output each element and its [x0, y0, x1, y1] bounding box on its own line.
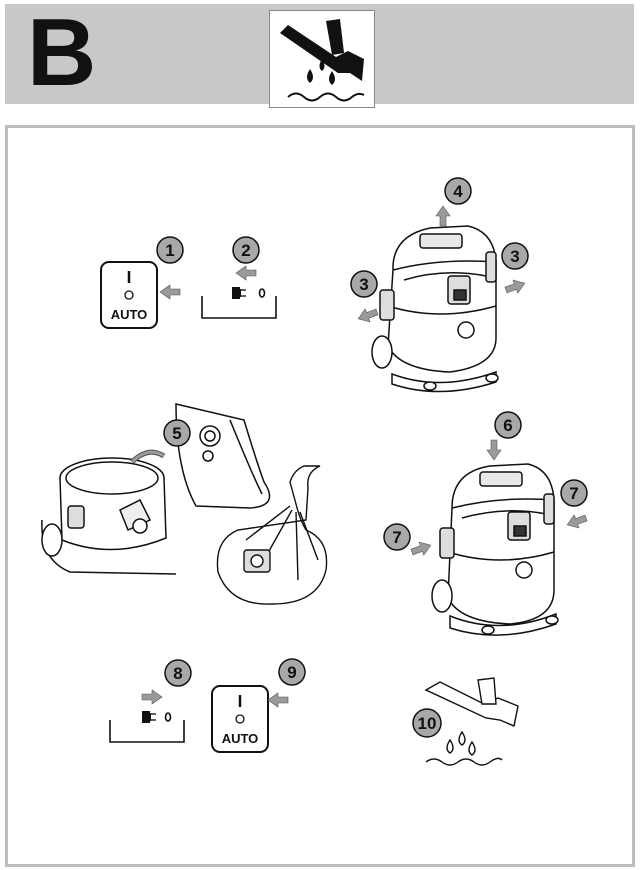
header-bar: B — [5, 0, 634, 108]
arrow-step9 — [267, 692, 289, 708]
arrow-step7-right — [564, 511, 589, 532]
step-badge-3-left: 3 — [350, 270, 378, 298]
svg-text:4: 4 — [453, 182, 463, 201]
tied-bag — [216, 465, 328, 605]
arrow-step4 — [435, 205, 451, 227]
svg-text:8: 8 — [173, 664, 182, 683]
auto-label-9: AUTO — [222, 731, 259, 746]
arrow-step6 — [486, 439, 502, 461]
arrow-step3-left — [355, 305, 380, 326]
filter-bag — [175, 403, 271, 509]
arrow-step7-left — [409, 538, 434, 559]
svg-text:10: 10 — [418, 714, 437, 733]
arrow-step3-right — [503, 276, 528, 297]
step-badge-6: 6 — [494, 411, 522, 439]
arrow-step1 — [159, 284, 181, 300]
svg-text:7: 7 — [569, 484, 578, 503]
svg-text:9: 9 — [287, 663, 296, 682]
container-open — [41, 457, 177, 575]
step-badge-3-right: 3 — [501, 242, 529, 270]
arrow-step8 — [141, 689, 163, 705]
step-badge-10: 10 — [412, 708, 442, 738]
wet-floor-nozzle-icon — [280, 19, 365, 102]
svg-text:5: 5 — [172, 424, 181, 443]
step-badge-8: 8 — [164, 659, 192, 687]
svg-text:3: 3 — [359, 275, 368, 294]
wet-cleaning-icon — [424, 677, 519, 766]
switch-panel-step1: AUTO — [100, 261, 158, 329]
vacuum-close — [431, 463, 559, 636]
step-badge-5: 5 — [163, 419, 191, 447]
svg-text:3: 3 — [510, 247, 519, 266]
arrow-step2 — [235, 265, 257, 281]
svg-text:7: 7 — [392, 528, 401, 547]
step-badge-1: 1 — [156, 236, 184, 264]
svg-text:2: 2 — [241, 241, 250, 260]
svg-text:6: 6 — [503, 416, 512, 435]
header-icon-box — [269, 10, 375, 108]
step-badge-7-right: 7 — [560, 479, 588, 507]
switch-panel-step9: AUTO — [211, 685, 269, 753]
step-badge-7-left: 7 — [383, 523, 411, 551]
step-badge-9: 9 — [278, 658, 306, 686]
step-badge-2: 2 — [232, 236, 260, 264]
section-letter: B — [27, 0, 97, 106]
plug-panel-step8 — [109, 711, 185, 743]
svg-text:1: 1 — [165, 241, 174, 260]
step-badge-4: 4 — [444, 177, 472, 205]
vacuum-unclip — [371, 225, 499, 393]
plug-panel-step2 — [201, 287, 277, 319]
auto-label-1: AUTO — [111, 307, 148, 322]
